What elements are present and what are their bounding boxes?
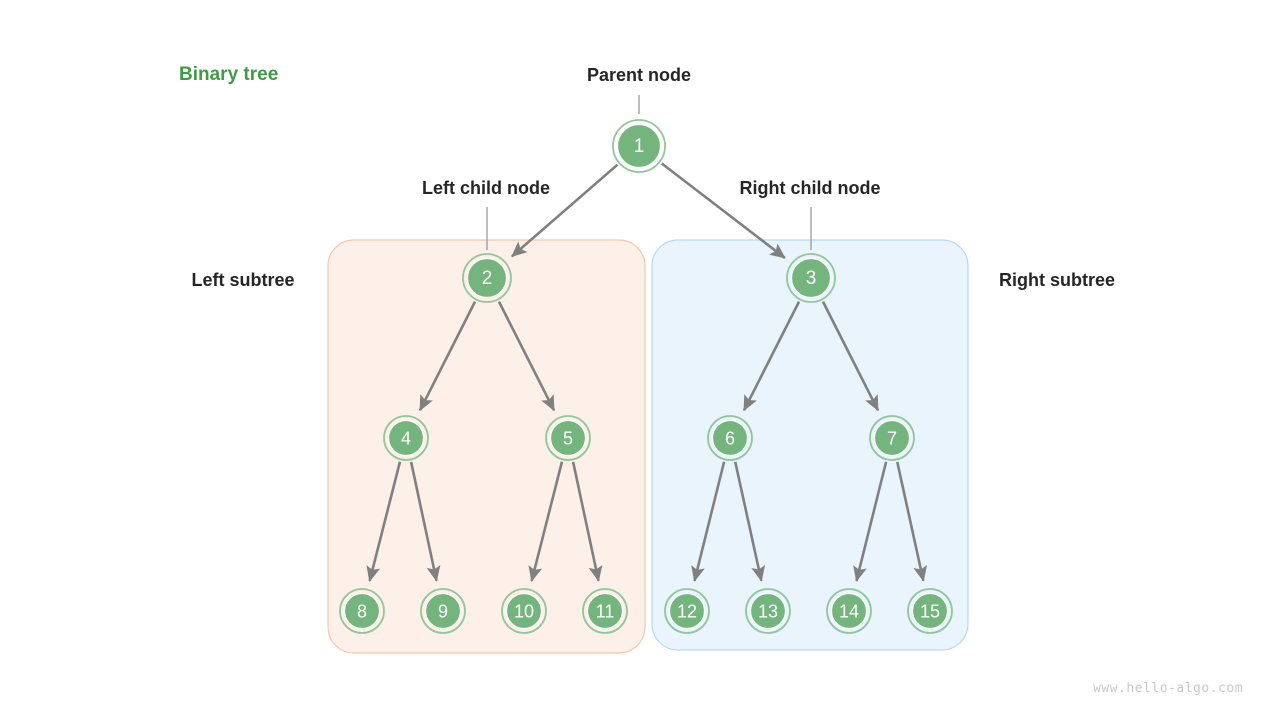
node-ring-5 bbox=[545, 415, 591, 461]
node-value-8: 8 bbox=[357, 602, 367, 622]
tree-edge-e4-8 bbox=[366, 461, 402, 582]
node-circle-14 bbox=[830, 592, 868, 630]
node-circle-5 bbox=[549, 419, 587, 457]
tree-edge-e4-9 bbox=[409, 461, 441, 582]
tree-edge-e3-7 bbox=[821, 301, 880, 412]
node-value-11: 11 bbox=[596, 602, 615, 622]
node-value-13: 13 bbox=[758, 602, 778, 622]
node-circle-6 bbox=[711, 419, 749, 457]
tree-node-6[interactable]: 6 bbox=[707, 415, 753, 461]
tree-node-2[interactable]: 2 bbox=[462, 253, 512, 303]
tree-edge-e7-15 bbox=[895, 461, 928, 582]
annotation-label-right-subtree: Right subtree bbox=[999, 270, 1115, 290]
node-value-3: 3 bbox=[806, 268, 817, 289]
node-value-6: 6 bbox=[725, 429, 735, 449]
annotation-leader-lines bbox=[486, 95, 812, 250]
page-title: Binary tree bbox=[179, 64, 278, 85]
node-circle-12 bbox=[668, 592, 706, 630]
node-value-4: 4 bbox=[401, 429, 411, 449]
subtree-regions bbox=[327, 239, 969, 654]
node-circle-1 bbox=[616, 123, 662, 169]
node-value-10: 10 bbox=[514, 602, 534, 622]
node-ring-4 bbox=[383, 415, 429, 461]
tree-node-15[interactable]: 15 bbox=[907, 588, 953, 634]
node-ring-8 bbox=[339, 588, 385, 634]
node-value-7: 7 bbox=[887, 429, 897, 449]
tree-edge-e6-13 bbox=[733, 461, 766, 582]
node-value-12: 12 bbox=[677, 602, 697, 622]
tree-edge-e1-3 bbox=[660, 162, 786, 259]
node-ring-9 bbox=[420, 588, 466, 634]
node-circle-3 bbox=[790, 257, 832, 299]
tree-node-1[interactable]: 1 bbox=[612, 119, 666, 173]
tree-node-9[interactable]: 9 bbox=[420, 588, 466, 634]
tree-node-7[interactable]: 7 bbox=[869, 415, 915, 461]
node-value-9: 9 bbox=[438, 602, 448, 622]
node-circle-10 bbox=[505, 592, 543, 630]
tree-node-13[interactable]: 13 bbox=[745, 588, 791, 634]
node-value-2: 2 bbox=[482, 268, 493, 289]
node-ring-10 bbox=[501, 588, 547, 634]
node-circle-15 bbox=[911, 592, 949, 630]
node-circle-7 bbox=[873, 419, 911, 457]
tree-node-14[interactable]: 14 bbox=[826, 588, 872, 634]
node-ring-2 bbox=[462, 253, 512, 303]
node-ring-3 bbox=[786, 253, 836, 303]
node-value-15: 15 bbox=[920, 602, 940, 622]
watermark: www.hello-algo.com bbox=[1093, 681, 1243, 696]
annotation-label-right-child: Right child node bbox=[740, 178, 881, 198]
node-circle-8 bbox=[343, 592, 381, 630]
node-ring-13 bbox=[745, 588, 791, 634]
tree-edge-e3-6 bbox=[742, 301, 801, 412]
right-subtree-box bbox=[651, 239, 969, 651]
annotation-label-left-child: Left child node bbox=[422, 178, 550, 198]
annotation-label-left-subtree: Left subtree bbox=[191, 270, 294, 290]
tree-edge-e7-14 bbox=[853, 461, 888, 582]
tree-edge-e5-10 bbox=[528, 461, 564, 582]
node-circle-4 bbox=[387, 419, 425, 457]
node-ring-14 bbox=[826, 588, 872, 634]
tree-edge-e1-2 bbox=[511, 163, 619, 258]
node-value-1: 1 bbox=[634, 136, 645, 157]
node-ring-15 bbox=[907, 588, 953, 634]
tree-node-3[interactable]: 3 bbox=[786, 253, 836, 303]
tree-node-4[interactable]: 4 bbox=[383, 415, 429, 461]
node-circle-13 bbox=[749, 592, 787, 630]
node-ring-1 bbox=[612, 119, 666, 173]
tree-node-5[interactable]: 5 bbox=[545, 415, 591, 461]
node-ring-11 bbox=[582, 588, 628, 634]
node-circle-11 bbox=[586, 592, 624, 630]
node-ring-6 bbox=[707, 415, 753, 461]
node-value-14: 14 bbox=[839, 602, 859, 622]
tree-edge-e5-11 bbox=[571, 461, 603, 582]
tree-node-10[interactable]: 10 bbox=[501, 588, 547, 634]
tree-edge-e6-12 bbox=[691, 461, 726, 582]
tree-node-12[interactable]: 12 bbox=[664, 588, 710, 634]
node-circle-9 bbox=[424, 592, 462, 630]
annotation-label-parent: Parent node bbox=[587, 65, 691, 85]
node-value-5: 5 bbox=[563, 429, 573, 449]
tree-node-8[interactable]: 8 bbox=[339, 588, 385, 634]
tree-edges bbox=[366, 162, 928, 582]
tree-node-11[interactable]: 11 bbox=[582, 588, 628, 634]
tree-edge-e2-4 bbox=[418, 301, 477, 412]
node-ring-7 bbox=[869, 415, 915, 461]
tree-edge-e2-5 bbox=[497, 301, 556, 412]
node-ring-12 bbox=[664, 588, 710, 634]
node-circle-2 bbox=[466, 257, 508, 299]
